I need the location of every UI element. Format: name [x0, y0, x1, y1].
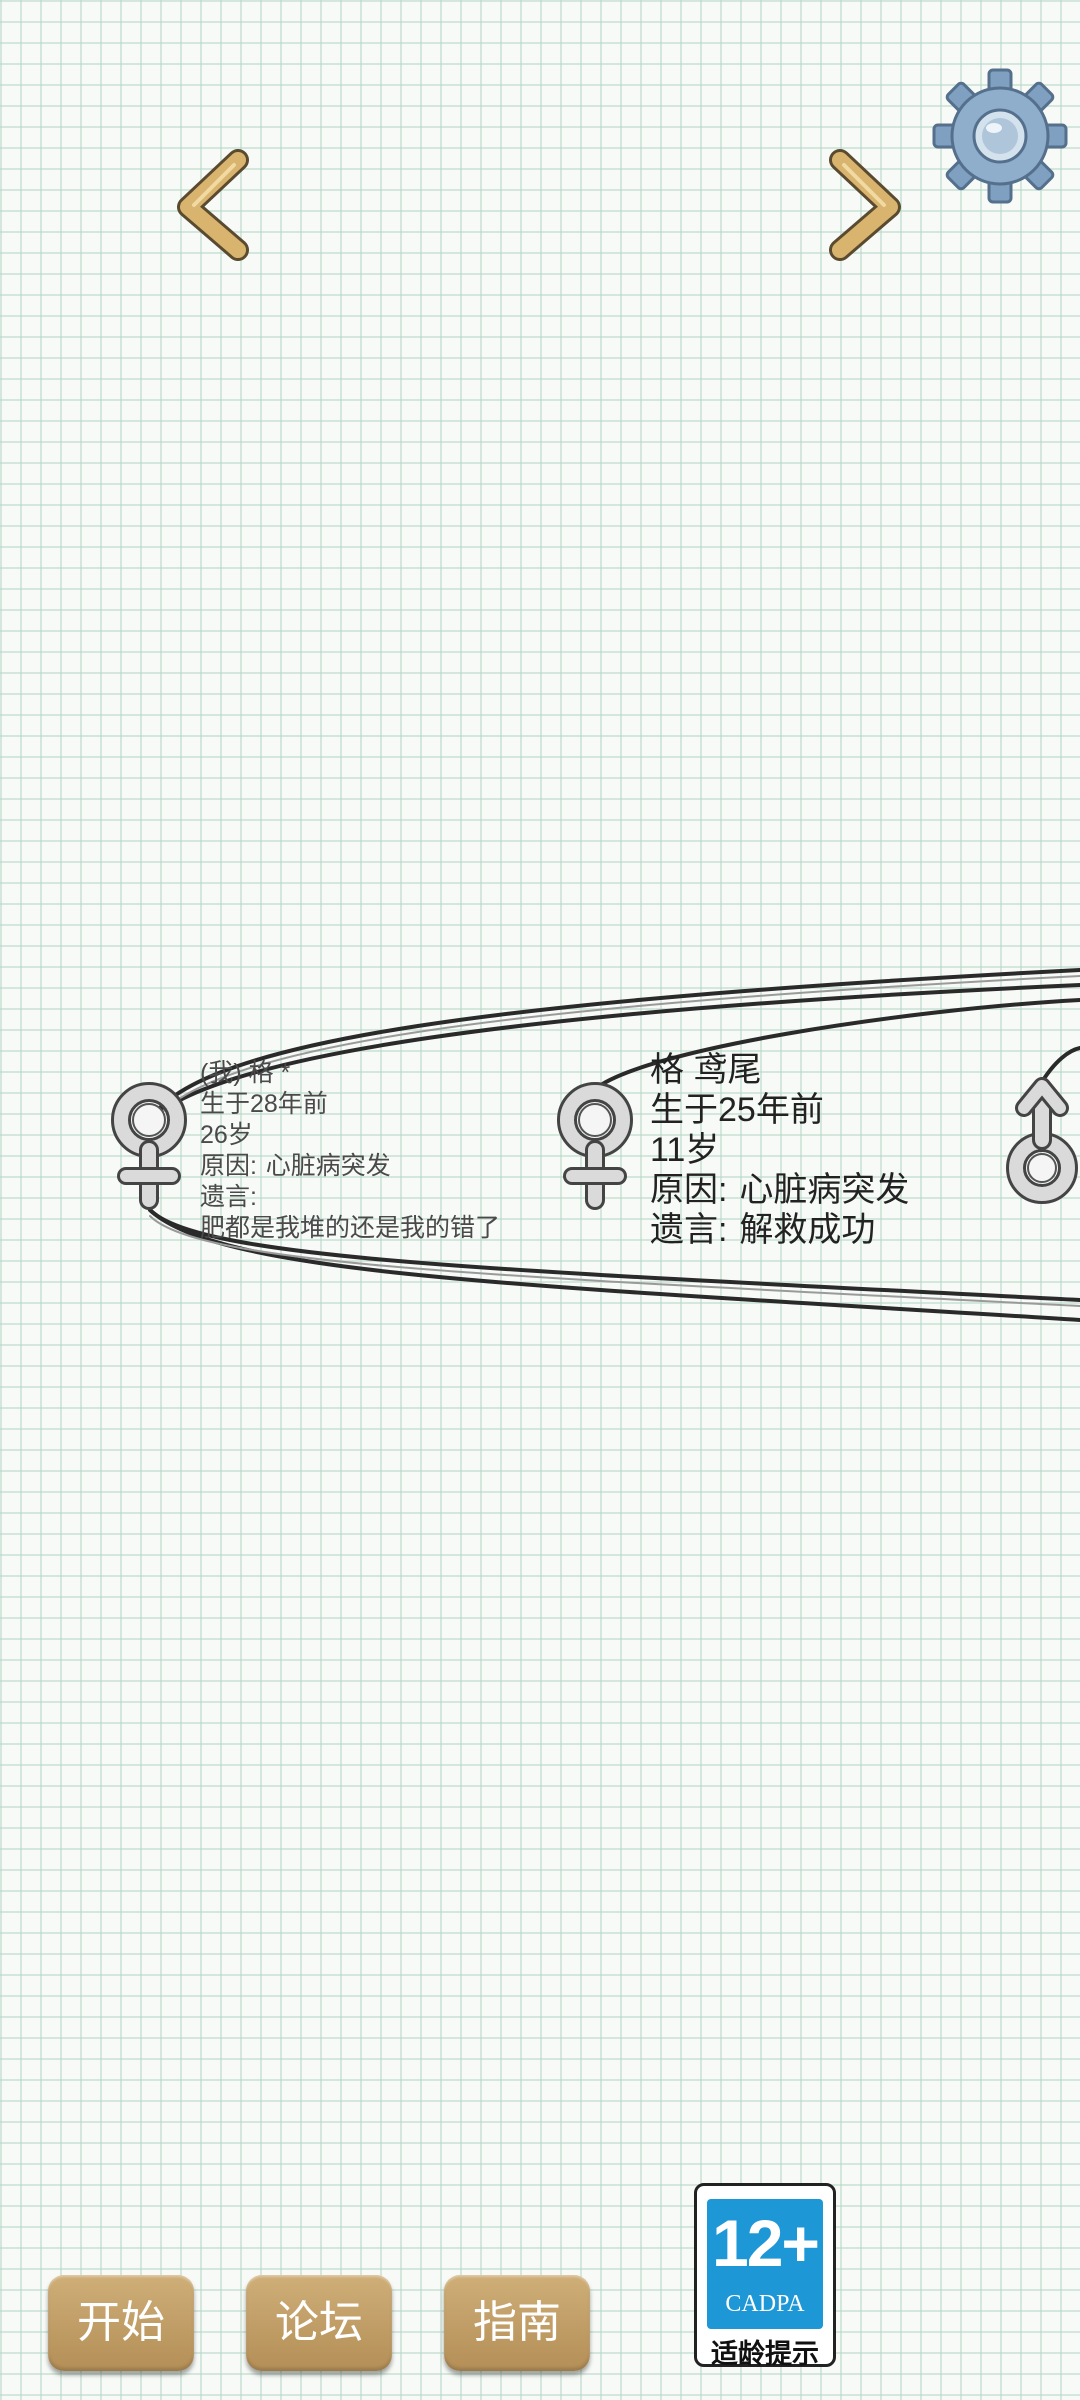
self-age: 26岁	[200, 1121, 253, 1149]
start-button[interactable]: 开始	[48, 2275, 194, 2371]
self-will: 肥都是我堆的还是我的错了	[200, 1214, 501, 1242]
chevron-right-icon[interactable]	[810, 145, 910, 265]
relative-will-row: 遗言: 解救成功	[650, 1210, 1050, 1250]
forum-button[interactable]: 论坛	[246, 2275, 392, 2371]
self-will-label: 遗言:	[200, 1183, 257, 1211]
age-rating-badge[interactable]: 12+ CADPA 适龄提示	[694, 2183, 836, 2369]
age-rating: 12+	[712, 2206, 820, 2280]
self-info: (我) 格 * 生于28年前 26岁 原因: 心脏病突发 遗言: 肥都是我堆的还是…	[200, 1058, 540, 1244]
female-symbol-icon[interactable]	[550, 1080, 640, 1220]
age-tip-label: 适龄提示	[711, 2339, 819, 2369]
relative-info: 格 鸢尾 生于25年前 11岁 原因: 心脏病突发 遗言: 解救成功	[650, 1050, 1050, 1250]
female-symbol-icon[interactable]	[104, 1080, 194, 1220]
rating-org: CADPA	[725, 2291, 805, 2317]
guide-button[interactable]: 指南	[444, 2275, 590, 2371]
relative-name: 格 鸢尾	[650, 1051, 762, 1089]
male-symbol-icon[interactable]	[998, 1070, 1080, 1210]
self-name: (我) 格 *	[200, 1059, 291, 1087]
self-born: 生于28年前	[200, 1090, 328, 1118]
relative-will-label: 遗言:	[650, 1211, 728, 1249]
relative-age: 11岁	[650, 1131, 720, 1169]
self-cause-label: 原因:	[200, 1152, 257, 1180]
relative-cause: 心脏病突发	[739, 1171, 910, 1209]
self-cause-row: 原因: 心脏病突发	[200, 1151, 540, 1182]
gear-icon[interactable]	[930, 66, 1070, 206]
relative-born: 生于25年前	[650, 1091, 824, 1129]
chevron-left-icon[interactable]	[168, 145, 268, 265]
relative-cause-row: 原因: 心脏病突发	[650, 1170, 1050, 1210]
relative-cause-label: 原因:	[650, 1171, 728, 1209]
age-rating-panel: 12+ CADPA	[707, 2199, 823, 2329]
self-cause: 心脏病突发	[265, 1152, 391, 1180]
relative-will: 解救成功	[739, 1211, 876, 1249]
